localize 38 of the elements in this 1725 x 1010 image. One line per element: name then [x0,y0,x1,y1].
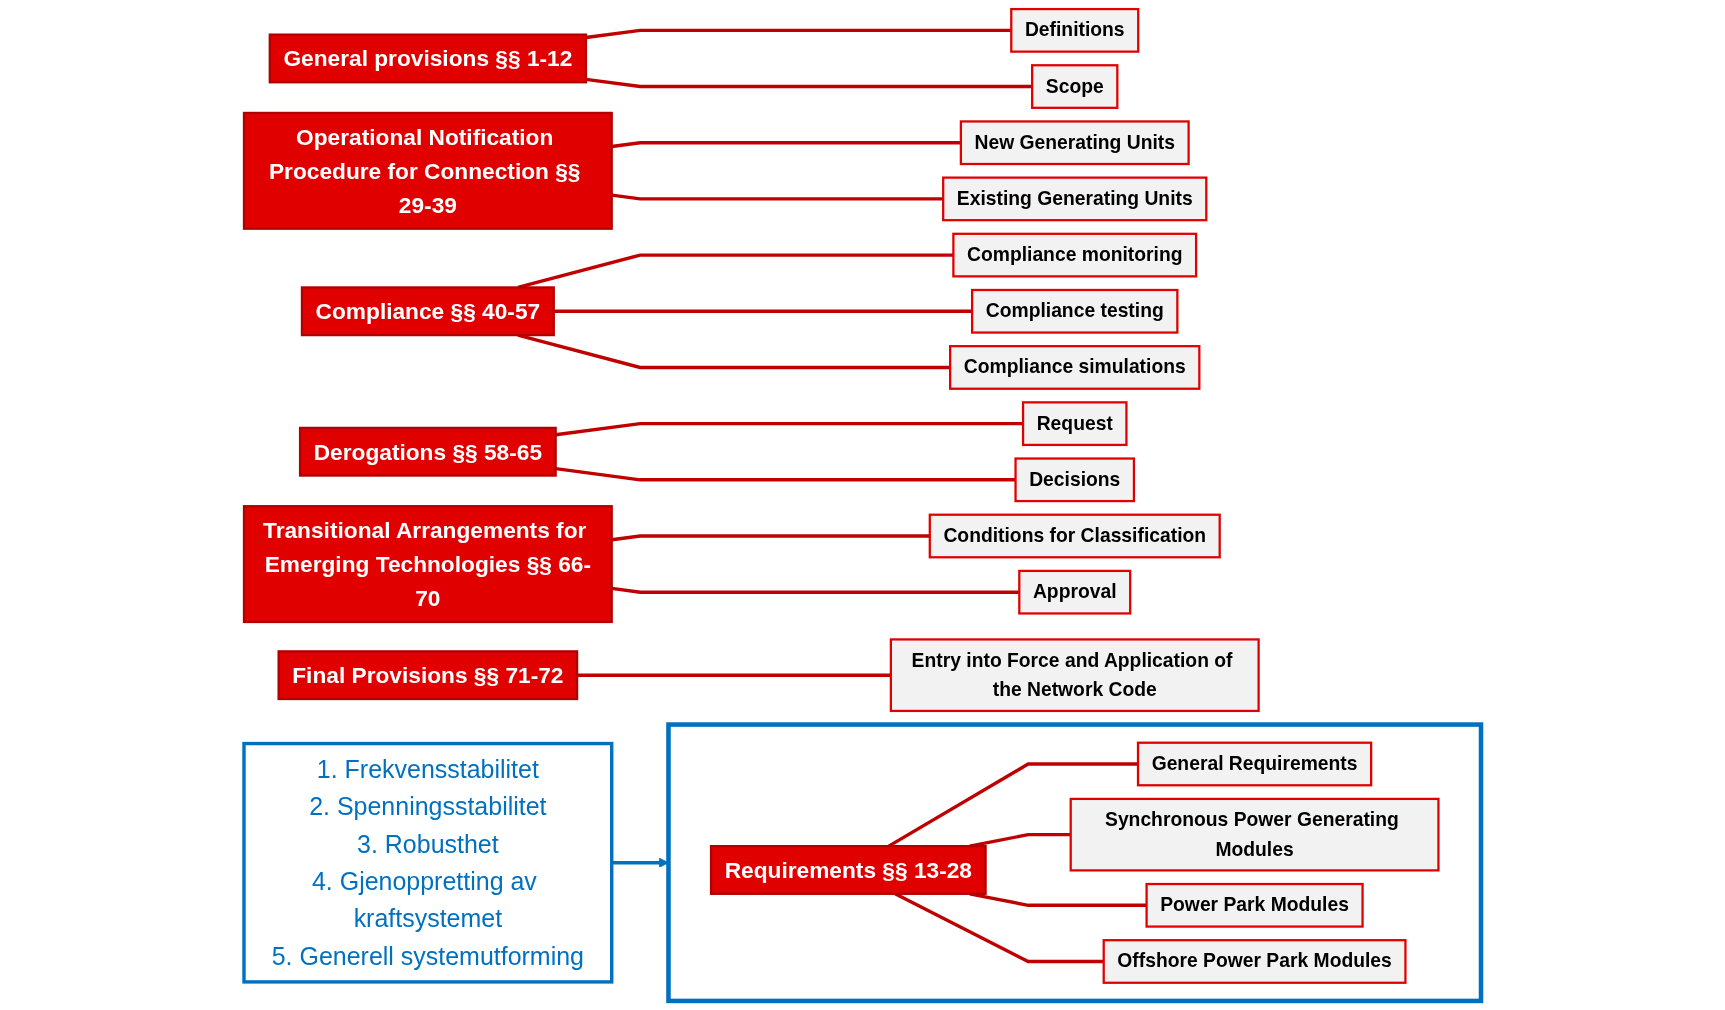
connector [577,673,891,677]
node-box: Compliance monitoring [952,232,1198,278]
node-box: Compliance testing [971,288,1179,334]
node-box: Operational Notification Procedure for Connection §§ 29-39 [242,111,613,230]
connector [611,586,1020,594]
node-box: Request [1021,401,1128,447]
node-box: Scope [1031,64,1119,109]
cluster [666,722,1484,1004]
connector [555,421,1024,437]
connector [553,309,973,313]
node-box: Synchronous Power Generating Modules [1069,797,1440,872]
node-box: General Requirements [1136,741,1373,787]
node-box: General provisions §§ 1-12 [268,33,588,84]
connector [555,466,1016,482]
node-box: Offshore Power Park Modules [1102,939,1407,984]
node-box: Compliance simulations [949,345,1201,390]
node-box: Existing Generating Units [942,176,1208,222]
connector [969,892,1147,907]
node-box: Transitional Arrangements for Emerging Technologies §§ 66-70 [242,505,613,624]
node-box: Entry into Force and Application of the Network Code [889,638,1260,713]
node-box: Conditions for Classification [928,513,1221,559]
connector [969,832,1071,848]
connector [611,534,930,542]
node-box: Power Park Modules [1145,882,1364,928]
connector [887,762,1138,848]
node-box: Definitions [1010,7,1140,53]
node-box: Approval [1018,569,1132,615]
connector [585,77,1033,89]
connector [611,193,944,201]
node-box: Decisions [1014,457,1136,503]
node-box: Final Provisions §§ 71-72 [277,650,579,701]
connector [611,141,961,149]
node-box: Derogations §§ 58-65 [298,426,557,477]
node-box: Compliance §§ 40-57 [300,286,555,337]
node-box: Requirements §§ 13-28 [709,845,987,895]
node-box: New Generating Units [959,120,1190,166]
node-box: 1. Frekvensstabilitet 2. Spenningsstabilitet 3. Robusthet 4. Gjenoppretting av kraftsystemet 5. Generell systemutforming [242,741,614,984]
connector [585,28,1012,40]
